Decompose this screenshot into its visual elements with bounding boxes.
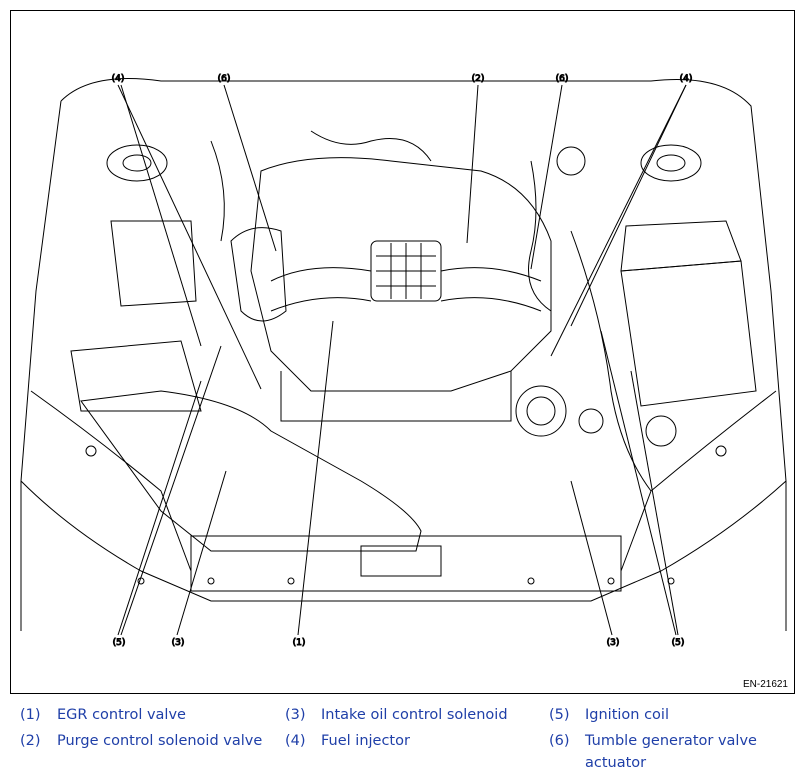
callout-bottom-3-left: (3) <box>172 638 185 648</box>
callout-bottom-1: (1) <box>293 638 306 648</box>
callout-bottom-5-left: (5) <box>113 638 126 648</box>
legend-num: (3) <box>285 707 306 723</box>
callout-top-4-left: (4) <box>112 74 125 84</box>
legend-text: Tumble generator valve actuator <box>585 733 757 771</box>
legend-text: Fuel injector <box>321 733 410 749</box>
engine-compartment-figure: (4) (6) (2) (6) (4) (5) (3) (1) (3) (5) … <box>10 10 795 694</box>
callout-top-4-right: (4) <box>680 74 693 84</box>
callout-bottom-5-right: (5) <box>672 638 685 648</box>
callout-top-6-left: (6) <box>218 74 231 84</box>
engine-line-drawing: (4) (6) (2) (6) (4) (5) (3) (1) (3) (5) <box>20 74 787 649</box>
callout-bottom-3-right: (3) <box>607 638 620 648</box>
legend-text: Intake oil control solenoid <box>321 707 508 723</box>
legend-text: EGR control valve <box>57 707 186 723</box>
figure-id: EN-21621 <box>742 679 788 690</box>
legend: (1) EGR control valve (2) Purge control … <box>0 700 803 776</box>
legend-num: (5) <box>549 707 570 723</box>
legend-num: (4) <box>285 733 306 749</box>
callout-top-6-right: (6) <box>556 74 569 84</box>
legend-text: Purge control solenoid valve <box>57 733 263 749</box>
legend-num: (1) <box>20 707 41 723</box>
legend-text: Ignition coil <box>585 707 669 723</box>
callout-top-2: (2) <box>472 74 485 84</box>
legend-num: (6) <box>549 733 570 749</box>
legend-num: (2) <box>20 733 41 749</box>
